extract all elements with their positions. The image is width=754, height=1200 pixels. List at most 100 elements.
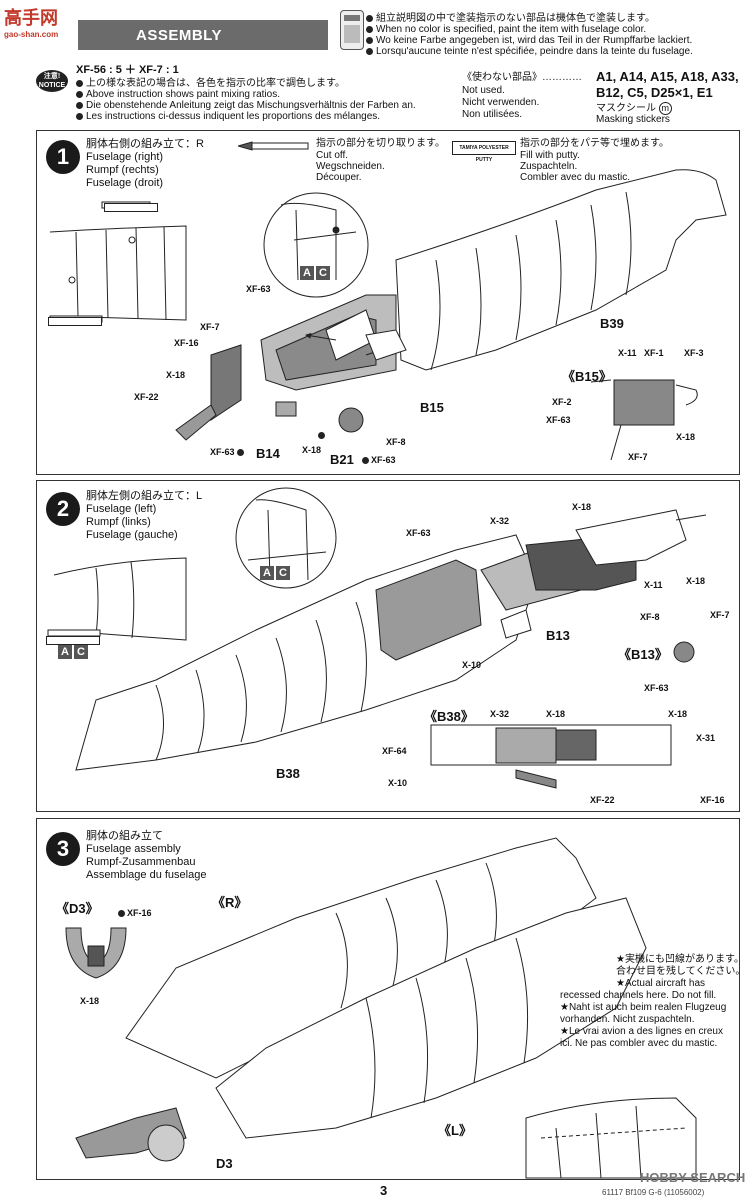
knife-icon (238, 141, 309, 151)
part-b13: B13 (546, 628, 570, 643)
step-3-note-en-2: recessed channels here. Do not fill. (560, 990, 717, 1001)
step-3-title-jp: 胴体の組み立て (86, 830, 163, 842)
color-x11: X-11 (618, 348, 637, 358)
part-b13-detail: 《B13》 (618, 647, 668, 662)
cut-en: Cut off. (316, 150, 349, 161)
step-3-number: 3 (46, 832, 80, 866)
color-x11-s2: X-11 (644, 580, 663, 590)
step-3-note-jp-2: 合わせ目を残してください。 (616, 966, 746, 977)
color-x18d-s2: X-18 (668, 709, 688, 719)
part-b15: B15 (420, 400, 444, 415)
step-3-drawing (65, 837, 697, 1179)
notice-line-jp: 上の様な表記の場合は、各色を指示の比率で調色します。 (76, 78, 345, 90)
color-x18-s3: X-18 (80, 996, 100, 1006)
color-xf16: XF-16 (174, 338, 199, 348)
not-used-jp: 《使わない部品》………… (462, 72, 582, 83)
part-b38-detail: 《B38》 (424, 709, 474, 724)
step-3-panel (36, 818, 740, 1180)
color-xf63-s2: XF-63 (406, 528, 431, 538)
step-3-note-de-2: vorhanden. Nicht zuspachteln. (560, 1014, 695, 1025)
paint-jar-icon (340, 10, 364, 50)
part-b15-detail: 《B15》 (562, 369, 612, 384)
step-1-panel (36, 130, 740, 475)
color-xf63-d: XF-63 (546, 415, 571, 425)
part-b21: B21 (330, 452, 354, 467)
step-2-title-fr: Fuselage (gauche) (86, 529, 178, 541)
part-l-label: 《L》 (438, 1123, 472, 1138)
notice-mix: XF-56 : 5 ＋ XF-7 : 1 (76, 64, 179, 76)
cut-fr: Découper. (316, 172, 362, 183)
color-xf63-b: XF-63 (210, 447, 246, 457)
step-1-title-fr: Fuselage (droit) (86, 177, 164, 189)
color-xf63-a: XF-63 (246, 284, 271, 294)
not-used-parts-2: B12, C5, D25×1, E1 (596, 85, 713, 100)
color-xf64-s2: XF-64 (382, 746, 407, 756)
putty-de: Zuspachteln. (520, 161, 578, 172)
color-xf63b-s2: XF-63 (644, 683, 669, 693)
color-xf16-s2: XF-16 (700, 795, 725, 805)
step-1-drawing (49, 169, 727, 461)
step-3-title-fr: Assemblage du fuselage (86, 869, 207, 881)
watermark-text: 高手网 (4, 8, 58, 28)
putty-en: Fill with putty. (520, 150, 580, 161)
header-note-en: When no color is specified, paint the it… (366, 24, 646, 36)
not-used-parts-1: A1, A14, A15, A18, A33, (596, 69, 739, 84)
header-note-de: Wo keine Farbe angegeben ist, wird das T… (366, 35, 692, 47)
page-number: 3 (380, 1183, 388, 1198)
color-xf7-b: XF-7 (628, 452, 648, 462)
color-xf63-c: XF-63 (362, 455, 396, 465)
notice-line-fr: Les instructions ci-dessus indiquent les… (76, 111, 380, 123)
step-3-title-de: Rumpf-Zusammenbau (86, 856, 196, 868)
notice-line-en: Above instruction shows paint mixing rat… (76, 89, 280, 101)
step-2-number: 2 (46, 492, 80, 526)
step-2-panel (36, 480, 740, 812)
color-xf2: XF-2 (552, 397, 572, 407)
step-2-title-en: Fuselage (left) (86, 503, 157, 515)
step-1-title-de: Rumpf (rechts) (86, 164, 159, 176)
hobby-search-logo: HOBBY SEARCH (640, 1170, 746, 1185)
color-x18-a: X-18 (166, 370, 186, 380)
step-3-note-en-1: ★Actual aircraft has (616, 978, 705, 989)
putty-jp: 指示の部分をパテ等で埋めます。 (520, 138, 669, 149)
color-x31-s2: X-31 (696, 733, 716, 743)
step-3-title-en: Fuselage assembly (86, 843, 181, 855)
step-3-note-fr-1: ★Le vrai avion a des lignes en creux (560, 1026, 723, 1037)
part-b39: B39 (600, 316, 624, 331)
header-note-jp: 組立説明図の中で塗装指示のない部品は機体色で塗装します。 (366, 13, 655, 25)
watermark-domain: gao-shan.com (4, 30, 59, 39)
header-note-fr: Lorsqu'aucune teinte n'est spécifiée, pe… (366, 46, 693, 58)
cut-jp: 指示の部分を切り取ります。 (316, 138, 445, 149)
part-d3: D3 (216, 1156, 233, 1171)
part-r-label: 《R》 (212, 895, 248, 910)
color-xf1: XF-1 (644, 348, 664, 358)
color-xf8-s2: XF-8 (640, 612, 660, 622)
cut-de: Wegschneiden. (316, 161, 385, 172)
putty-tube-small-icon (104, 203, 158, 212)
part-b38: B38 (276, 766, 300, 781)
color-x32-s2: X-32 (490, 516, 510, 526)
color-x10b-s2: X-10 (388, 778, 408, 788)
color-xf22: XF-22 (134, 392, 159, 402)
color-xf22-s2: XF-22 (590, 795, 615, 805)
step-1-title-jp: 胴体右側の組み立て：R (86, 138, 204, 150)
step-2-drawing (47, 487, 707, 789)
step-2-title-jp: 胴体左側の組み立て：L (86, 490, 203, 502)
part-b14: B14 (256, 446, 280, 461)
color-xf3: XF-3 (684, 348, 704, 358)
mask-jp: マスクシール m (596, 102, 672, 115)
mask-en: Masking stickers (596, 114, 670, 125)
footer-code: 61117 Bf109 G-6 (11056002) (602, 1188, 705, 1197)
watermark-logo: 高手网 gao-shan.com (4, 4, 58, 39)
putty-fr: Combler avec du mastic. (520, 172, 631, 183)
color-x18-c (318, 430, 327, 440)
step-3-note-fr-2: ici. Ne pas combler avec du mastic. (560, 1038, 718, 1049)
color-xf7: XF-7 (200, 322, 220, 332)
not-used-de: Nicht verwenden. (462, 97, 540, 108)
color-xf8: XF-8 (386, 437, 406, 447)
color-x18b-s2: X-18 (686, 576, 706, 586)
color-x18-s2: X-18 (572, 502, 592, 512)
not-used-en: Not used. (462, 85, 505, 96)
